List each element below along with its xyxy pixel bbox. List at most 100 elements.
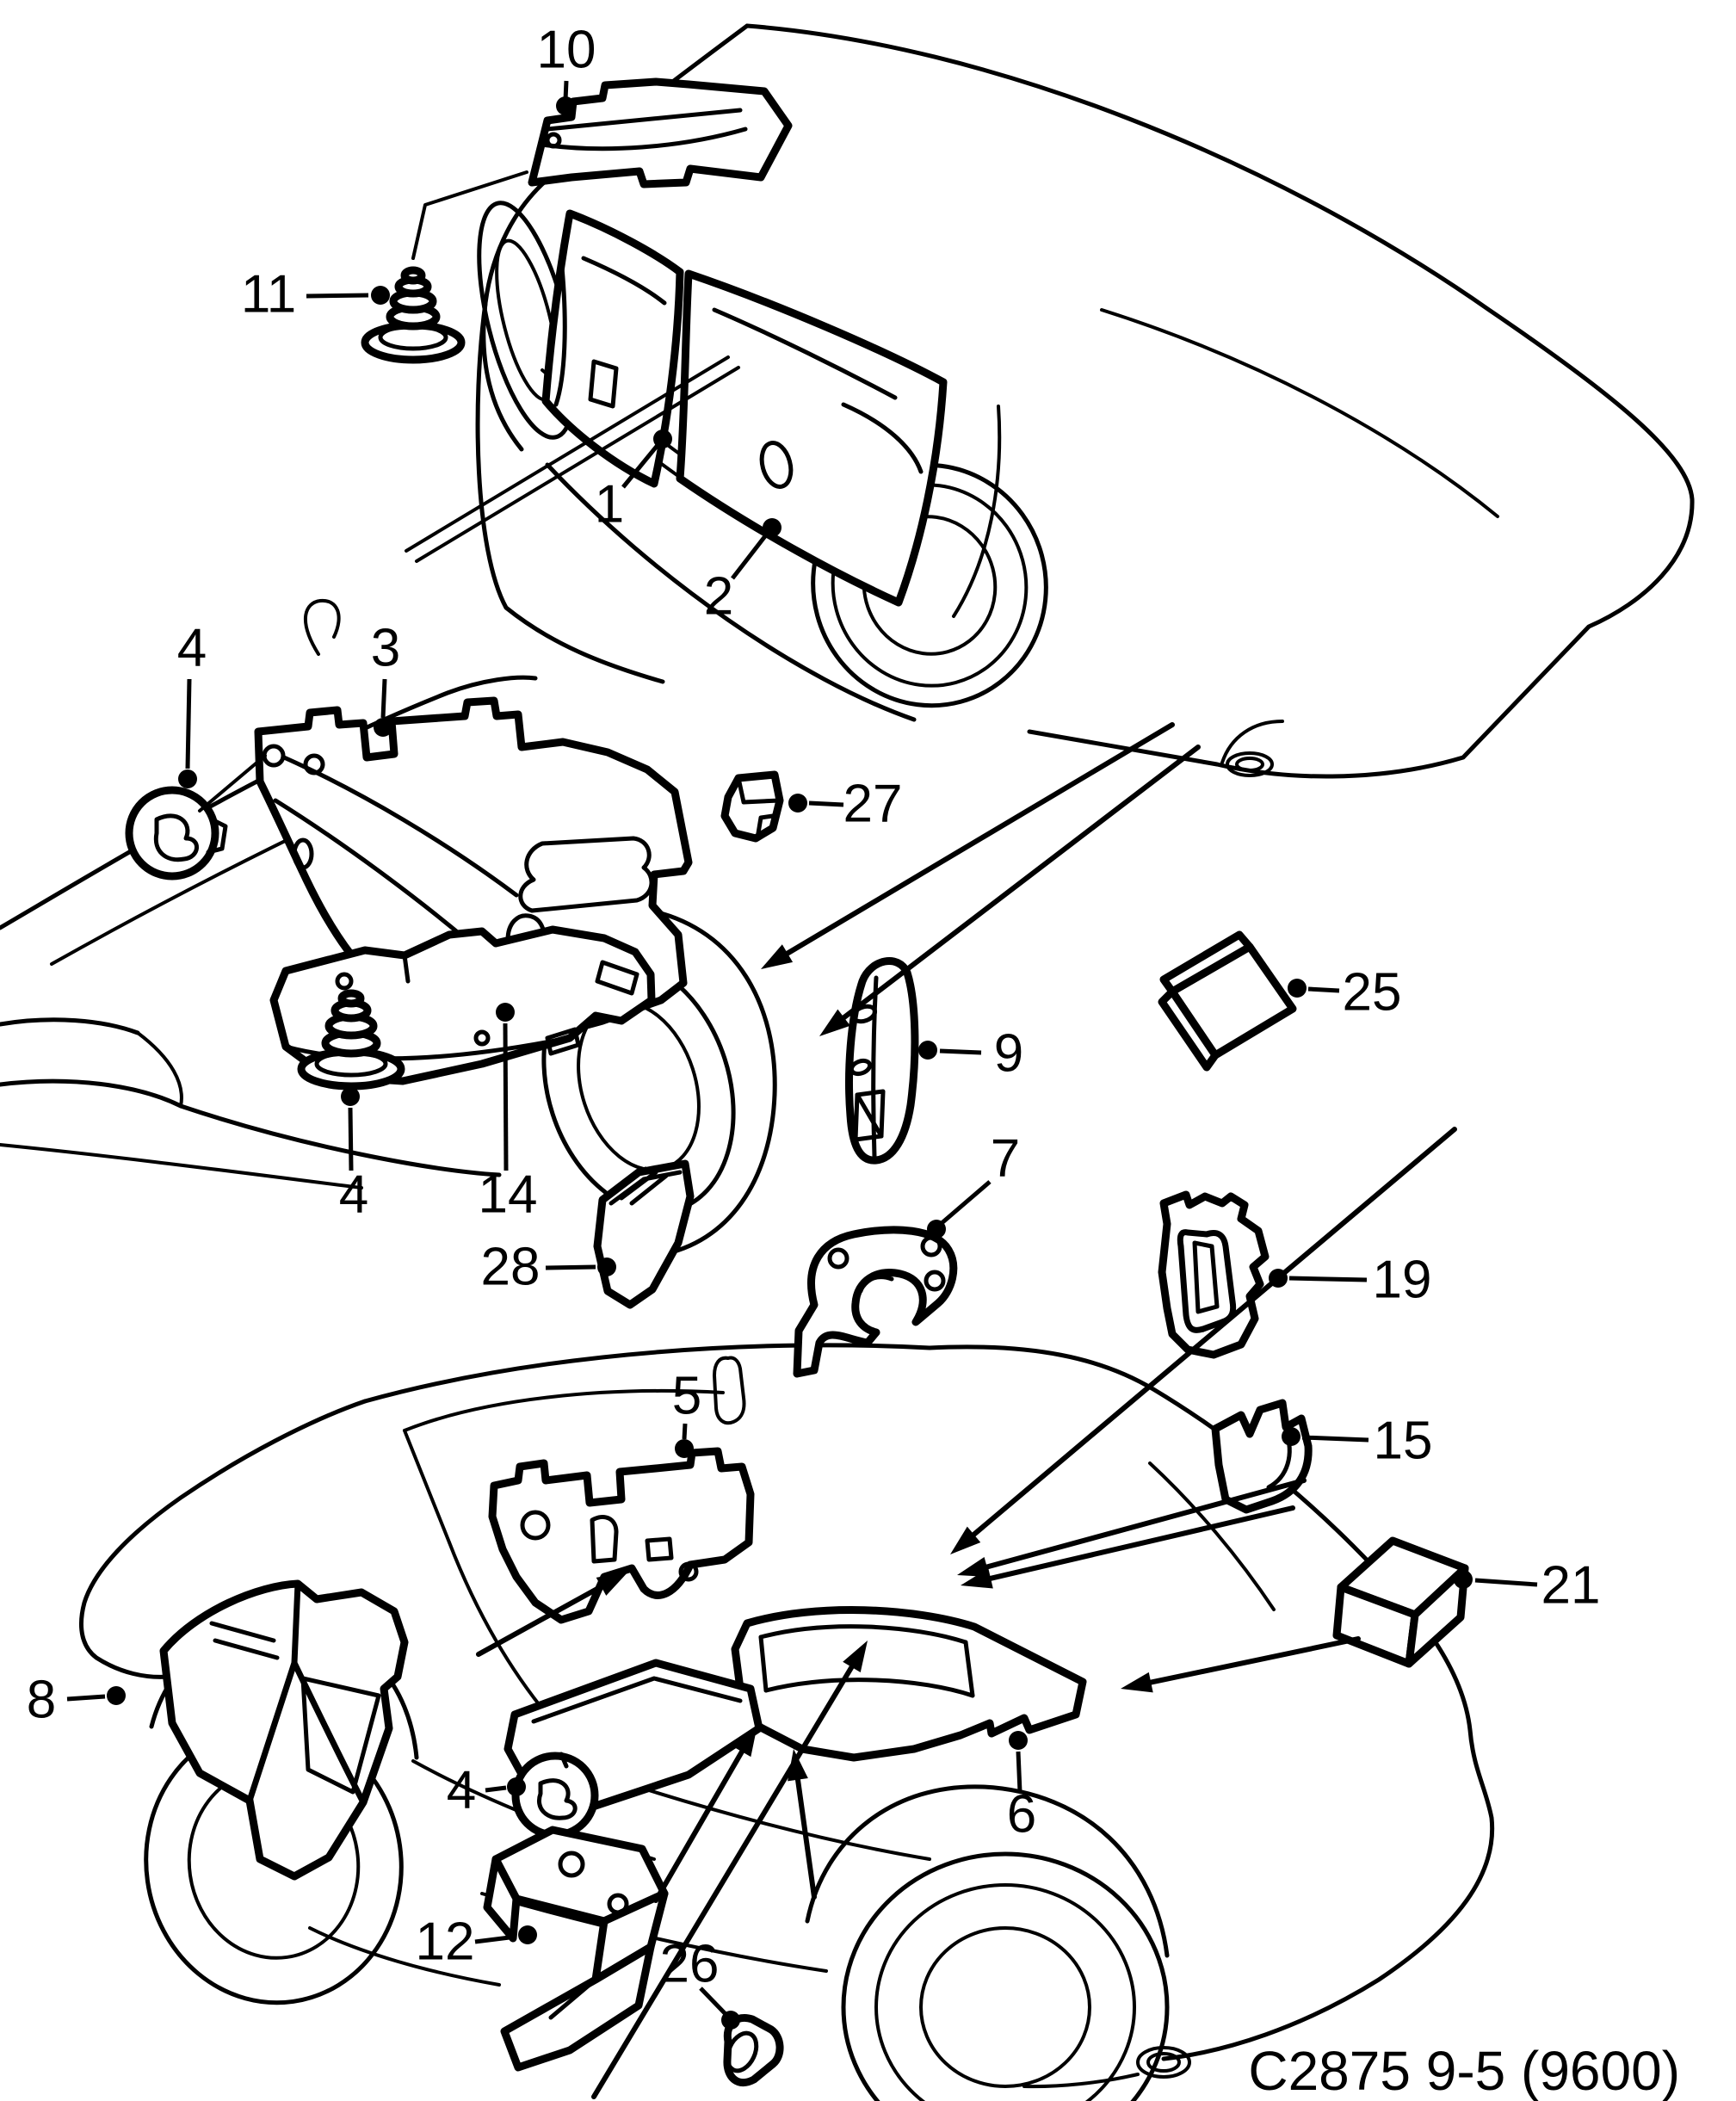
bottom-car-view <box>79 930 1495 2101</box>
install-arrow-3-head <box>950 1526 981 1554</box>
front-cowl-line-b <box>415 366 740 563</box>
part-25-top <box>1159 930 1254 996</box>
callout-11: 11 <box>241 264 390 324</box>
callout-10-dot <box>556 96 575 115</box>
callout-9-dot <box>918 1041 937 1060</box>
bottom-car-floor-edge-b <box>480 1892 828 1973</box>
part-6-inner-wall-b <box>758 1634 769 1693</box>
callout-2-label: 2 <box>704 566 733 626</box>
front-bumper-upper <box>0 1017 140 1035</box>
callout-6-leader <box>1016 1751 1022 1793</box>
diagram-code: C2875 9-5 (9600) <box>1248 2040 1680 2101</box>
callout-5-dot <box>675 1439 694 1458</box>
part-2-contour-a <box>712 307 898 400</box>
part-4-clip-floor <box>511 1752 599 1839</box>
callout-21-dot <box>1454 1570 1473 1589</box>
part-6-inner-wall-d <box>963 1640 975 1698</box>
part-12-foot <box>500 1943 655 2072</box>
callout-15-leader <box>1301 1435 1369 1443</box>
callout-26-label: 26 <box>660 1934 720 1993</box>
install-arrow-6 <box>1121 1636 1361 1693</box>
callout-1-label: 1 <box>595 474 624 534</box>
install-arrow-5-shaft <box>988 1505 1295 1581</box>
install-arrow-7 <box>476 1572 628 1657</box>
part-1-slot <box>588 359 619 409</box>
part-1-edge-line <box>553 256 567 407</box>
part-11-position-line <box>411 170 528 260</box>
callout-5: 5 <box>672 1366 701 1458</box>
callout-11-label: 11 <box>241 264 296 324</box>
part-14-slot-b <box>545 1027 581 1056</box>
part-21-side <box>1405 1564 1469 1668</box>
install-arrow-6-shaft <box>1148 1636 1361 1685</box>
install-arrow-1 <box>761 722 1175 969</box>
part-7-hole-c <box>924 1270 946 1292</box>
part-7-saddle-insulation <box>793 1226 958 1378</box>
part-12-hole-a <box>558 1851 585 1878</box>
callout-2: 2 <box>704 518 782 626</box>
front-bumper-corner <box>136 1031 183 1108</box>
callout-12: 12 <box>416 1912 537 1971</box>
install-arrow-1-shaft <box>784 722 1175 956</box>
callout-4a: 4 <box>177 618 207 788</box>
callout-9-label: 9 <box>994 1023 1023 1083</box>
bottom-car-windshield-base <box>403 1389 725 1432</box>
top-car-trunk-line <box>1220 720 1284 764</box>
install-arrow-3-shaft <box>971 1127 1457 1537</box>
part-27-fold <box>736 776 782 805</box>
callout-25-label: 25 <box>1343 962 1402 1022</box>
install-arrow-6-head <box>1121 1672 1153 1693</box>
install-arrow-2-shaft <box>841 745 1201 1021</box>
part-25-side <box>1158 987 1220 1072</box>
top-car-view <box>361 23 1695 779</box>
callout-19-dot <box>1269 1269 1288 1288</box>
bottom-car-rocker-low <box>308 1926 501 1987</box>
top-car-front-lower <box>475 300 665 684</box>
part-28-sill-wedge <box>593 1159 695 1309</box>
callout-1: 1 <box>595 429 672 534</box>
install-arrow-5 <box>961 1505 1295 1589</box>
callout-10-label: 10 <box>537 20 596 79</box>
callout-28-label: 28 <box>481 1237 541 1296</box>
part-21-foam-box <box>1332 1536 1469 1668</box>
part-7-hole-a <box>827 1247 849 1270</box>
install-arrow-8-shaft <box>653 1749 744 1903</box>
part-3-contour-a <box>281 755 519 898</box>
callout-8-leader <box>66 1694 106 1702</box>
callout-5-label: 5 <box>672 1366 701 1425</box>
callout-2-leader <box>731 531 769 580</box>
part-5-arch-hole <box>590 1515 619 1564</box>
callout-11-dot <box>371 286 390 305</box>
callout-5-leader <box>682 1423 688 1440</box>
bottom-car-rear-wheel-arch <box>805 1784 1170 1958</box>
part-9-notch-b <box>849 1058 873 1077</box>
part-3-hole-c <box>292 837 314 870</box>
part-12-bracket <box>483 1826 669 2072</box>
bottom-car-roof-rear-outline <box>362 1343 1495 2061</box>
top-car-tow-ring-inner <box>1235 757 1264 772</box>
top-car-quarter-line <box>1100 308 1499 518</box>
part-8-stripe-a <box>209 1621 276 1643</box>
front-section-view <box>0 355 919 1309</box>
callout-10: 10 <box>537 20 596 115</box>
part-4a-clip-slot <box>153 813 199 862</box>
part-4a-clip-tab <box>206 817 228 855</box>
part-10-contour <box>540 127 748 151</box>
part-12-crease <box>548 1977 598 2020</box>
install-arrow-9-head <box>788 1749 808 1782</box>
part-2-hole <box>759 441 794 489</box>
callout-3-leader <box>380 678 387 719</box>
part-4c-clip-tab <box>540 1752 569 1769</box>
install-arrow-4-head <box>957 1556 990 1578</box>
callout-25: 25 <box>1288 962 1401 1022</box>
bottom-car-rear-wheel-rim <box>919 1926 1091 2088</box>
callout-28-leader <box>545 1264 596 1270</box>
callout-14-leader <box>503 1023 509 1171</box>
part-4a-position-line <box>198 754 267 813</box>
front-bumper-lower <box>0 1078 183 1109</box>
part-4a-clip-head <box>125 786 219 881</box>
install-arrow-9 <box>788 1749 817 1900</box>
part-14-hole-b <box>473 1029 491 1047</box>
part-26-foam-cylinder <box>723 2014 784 2087</box>
